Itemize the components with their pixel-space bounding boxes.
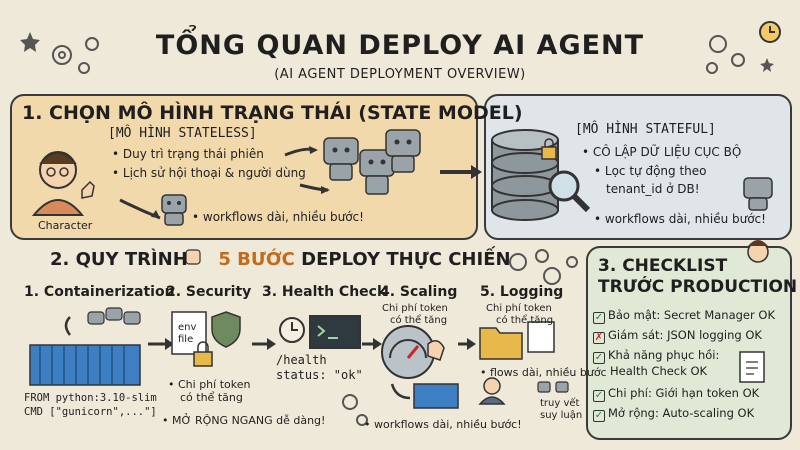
hand-icon	[427, 340, 445, 361]
container-icon	[29, 344, 141, 386]
section2-heading-highlight: 5 BƯỚC	[218, 249, 295, 270]
thumbs-up-icon	[185, 249, 201, 265]
robot-icon	[743, 177, 773, 211]
gear-icon	[342, 394, 368, 426]
robot-icon	[537, 381, 569, 393]
checklist-title-line: TRƯỚC PRODUCTION	[598, 277, 798, 297]
stateful-bullet: • Lọc tự động theo	[594, 164, 707, 178]
character-illustration	[31, 151, 95, 216]
scaling-note: có thể tăng	[390, 315, 448, 326]
section2-heading-suffix: DEPLOY THỰC CHIẾN	[301, 249, 511, 270]
checkbox-icon: ✓	[593, 352, 605, 364]
clipboard-icon	[739, 351, 765, 383]
character-label: Character	[38, 219, 93, 232]
person-icon	[747, 240, 769, 263]
star-icon	[760, 58, 774, 72]
checklist-item: ✓Khả năng phục hồi:	[593, 348, 719, 364]
server-icon	[413, 383, 459, 409]
checklist-title: 3. CHECKLIST TRƯỚC PRODUCTION	[598, 256, 797, 298]
clock-icon	[759, 21, 781, 43]
terminal-icon	[309, 315, 361, 349]
checklist-title-line: 3. CHECKLIST	[598, 256, 728, 276]
folder-icon	[479, 327, 523, 360]
health-status: status: "ok"	[276, 368, 363, 382]
stateless-bullet: • workflows dài, nhiều bước!	[192, 210, 364, 224]
person-icon	[478, 377, 506, 405]
checklist-item-text: Mở rộng: Auto-scaling OK	[608, 406, 755, 420]
health-endpoint: /health	[276, 353, 327, 367]
checkbox-icon: ✓	[593, 312, 605, 324]
security-note: • Chi phí token	[168, 378, 251, 391]
lock-icon	[541, 138, 557, 160]
robot-icon	[161, 129, 421, 226]
section2-heading: 2. QUY TRÌNH 5 BƯỚC DEPLOY THỰC CHIẾN	[50, 249, 511, 270]
step-logging: 5. Logging	[480, 284, 564, 300]
gear-icon	[706, 35, 745, 74]
checklist-item: ✓Mở rộng: Auto-scaling OK	[593, 406, 754, 422]
gauge-icon	[381, 325, 435, 379]
step-security: 2. Security	[166, 284, 252, 300]
section1-heading: 1. CHỌN MÔ HÌNH TRẠNG THÁI (STATE MODEL)	[22, 102, 523, 124]
stateful-bullet: • workflows dài, nhiều bước!	[594, 212, 766, 226]
checklist-item-text: Khả năng phục hồi:	[608, 348, 720, 362]
checklist-item-text: Chi phí: Giới hạn token OK	[608, 386, 760, 400]
checklist-item: ✓Bảo mật: Secret Manager OK	[593, 308, 775, 324]
document-icon	[527, 321, 555, 353]
page-title: TỔNG QUAN DEPLOY AI AGENT	[155, 30, 645, 61]
stateless-label: [MÔ HÌNH STATELESS]	[108, 126, 257, 141]
checklist-item: ✓Chi phí: Giới hạn token OK	[593, 386, 759, 402]
star-icon	[20, 32, 40, 52]
scaling-footer: • workflows dài, nhiều bước!	[364, 418, 522, 431]
step-scaling: 4. Scaling	[380, 284, 458, 300]
stateful-bullet: tenant_id ở DB!	[606, 182, 700, 196]
env-file-label: env	[178, 322, 197, 333]
security-note: có thể tăng	[180, 391, 243, 404]
gear-icon	[52, 37, 99, 74]
magnifier-icon	[548, 170, 591, 213]
scaling-note: Chi phí token	[382, 303, 448, 314]
stopwatch-icon	[279, 317, 305, 343]
checklist-item: ✗Giám sát: JSON logging OK	[593, 328, 762, 344]
logging-note: Chi phí token	[486, 303, 552, 314]
lock-icon	[193, 341, 213, 367]
stateless-bullet: • Lịch sử hội thoại & người dùng	[112, 166, 306, 180]
logging-trace: suy luận	[540, 410, 583, 421]
checkbox-icon: ✓	[593, 410, 605, 422]
page-subtitle: (AI AGENT DEPLOYMENT OVERVIEW)	[274, 67, 526, 82]
section2-heading-prefix: 2. QUY TRÌNH	[50, 249, 188, 270]
shield-icon	[211, 311, 241, 348]
checklist-item-continuation: Health Check OK	[610, 364, 708, 378]
step-containerization: 1. Containerization	[24, 284, 175, 300]
checkbox-icon: ✓	[593, 390, 605, 402]
step-health-check: 3. Health Check	[262, 284, 387, 300]
file-icon	[171, 311, 207, 355]
stateful-label: [MÔ HÌNH STATEFUL]	[575, 122, 716, 137]
dockerfile-line: CMD ["gunicorn",..."]	[24, 406, 157, 418]
database-icon	[491, 129, 559, 221]
stateful-bullet: • CÔ LẬP DỮ LIỆU CỤC BỘ	[582, 145, 742, 159]
security-note: • MỞ RỘNG NGANG dễ dàng!	[162, 414, 326, 427]
robot-icon	[87, 307, 141, 325]
logging-note: có thể tăng	[496, 315, 554, 326]
logging-extra: • flows dài, nhiều bước	[480, 366, 607, 379]
checklist-item-text: Bảo mật: Secret Manager OK	[608, 308, 775, 322]
dockerfile-line: FROM python:3.10-slim	[24, 392, 157, 404]
stateless-bullet: • Duy trì trạng thái phiên	[112, 147, 264, 161]
gear-icon	[509, 249, 578, 285]
checklist-item-text: Giám sát: JSON logging OK	[608, 328, 762, 342]
logging-trace: truy vết	[540, 398, 580, 409]
env-file-label: file	[178, 334, 194, 345]
checkbox-icon: ✗	[593, 332, 605, 344]
